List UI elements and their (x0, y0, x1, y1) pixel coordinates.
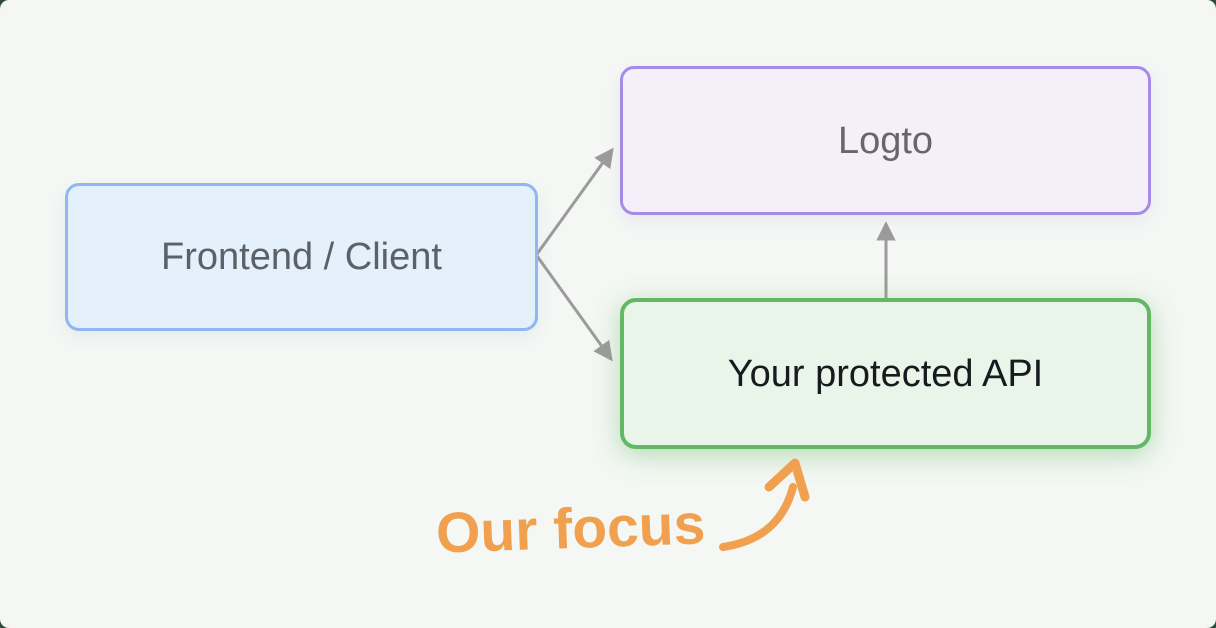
arrow-frontend-to-api (535, 255, 613, 362)
node-your-protected-api-label: Your protected API (727, 352, 1044, 395)
node-logto: Logto (620, 66, 1151, 215)
our-focus-annotation: Our focus (434, 492, 707, 566)
arrow-frontend-to-logto (535, 147, 614, 255)
node-logto-label: Logto (837, 119, 934, 162)
node-frontend-client-label: Frontend / Client (161, 236, 442, 278)
node-your-protected-api: Your protected API (620, 298, 1151, 449)
node-frontend-client: Frontend / Client (65, 183, 538, 331)
